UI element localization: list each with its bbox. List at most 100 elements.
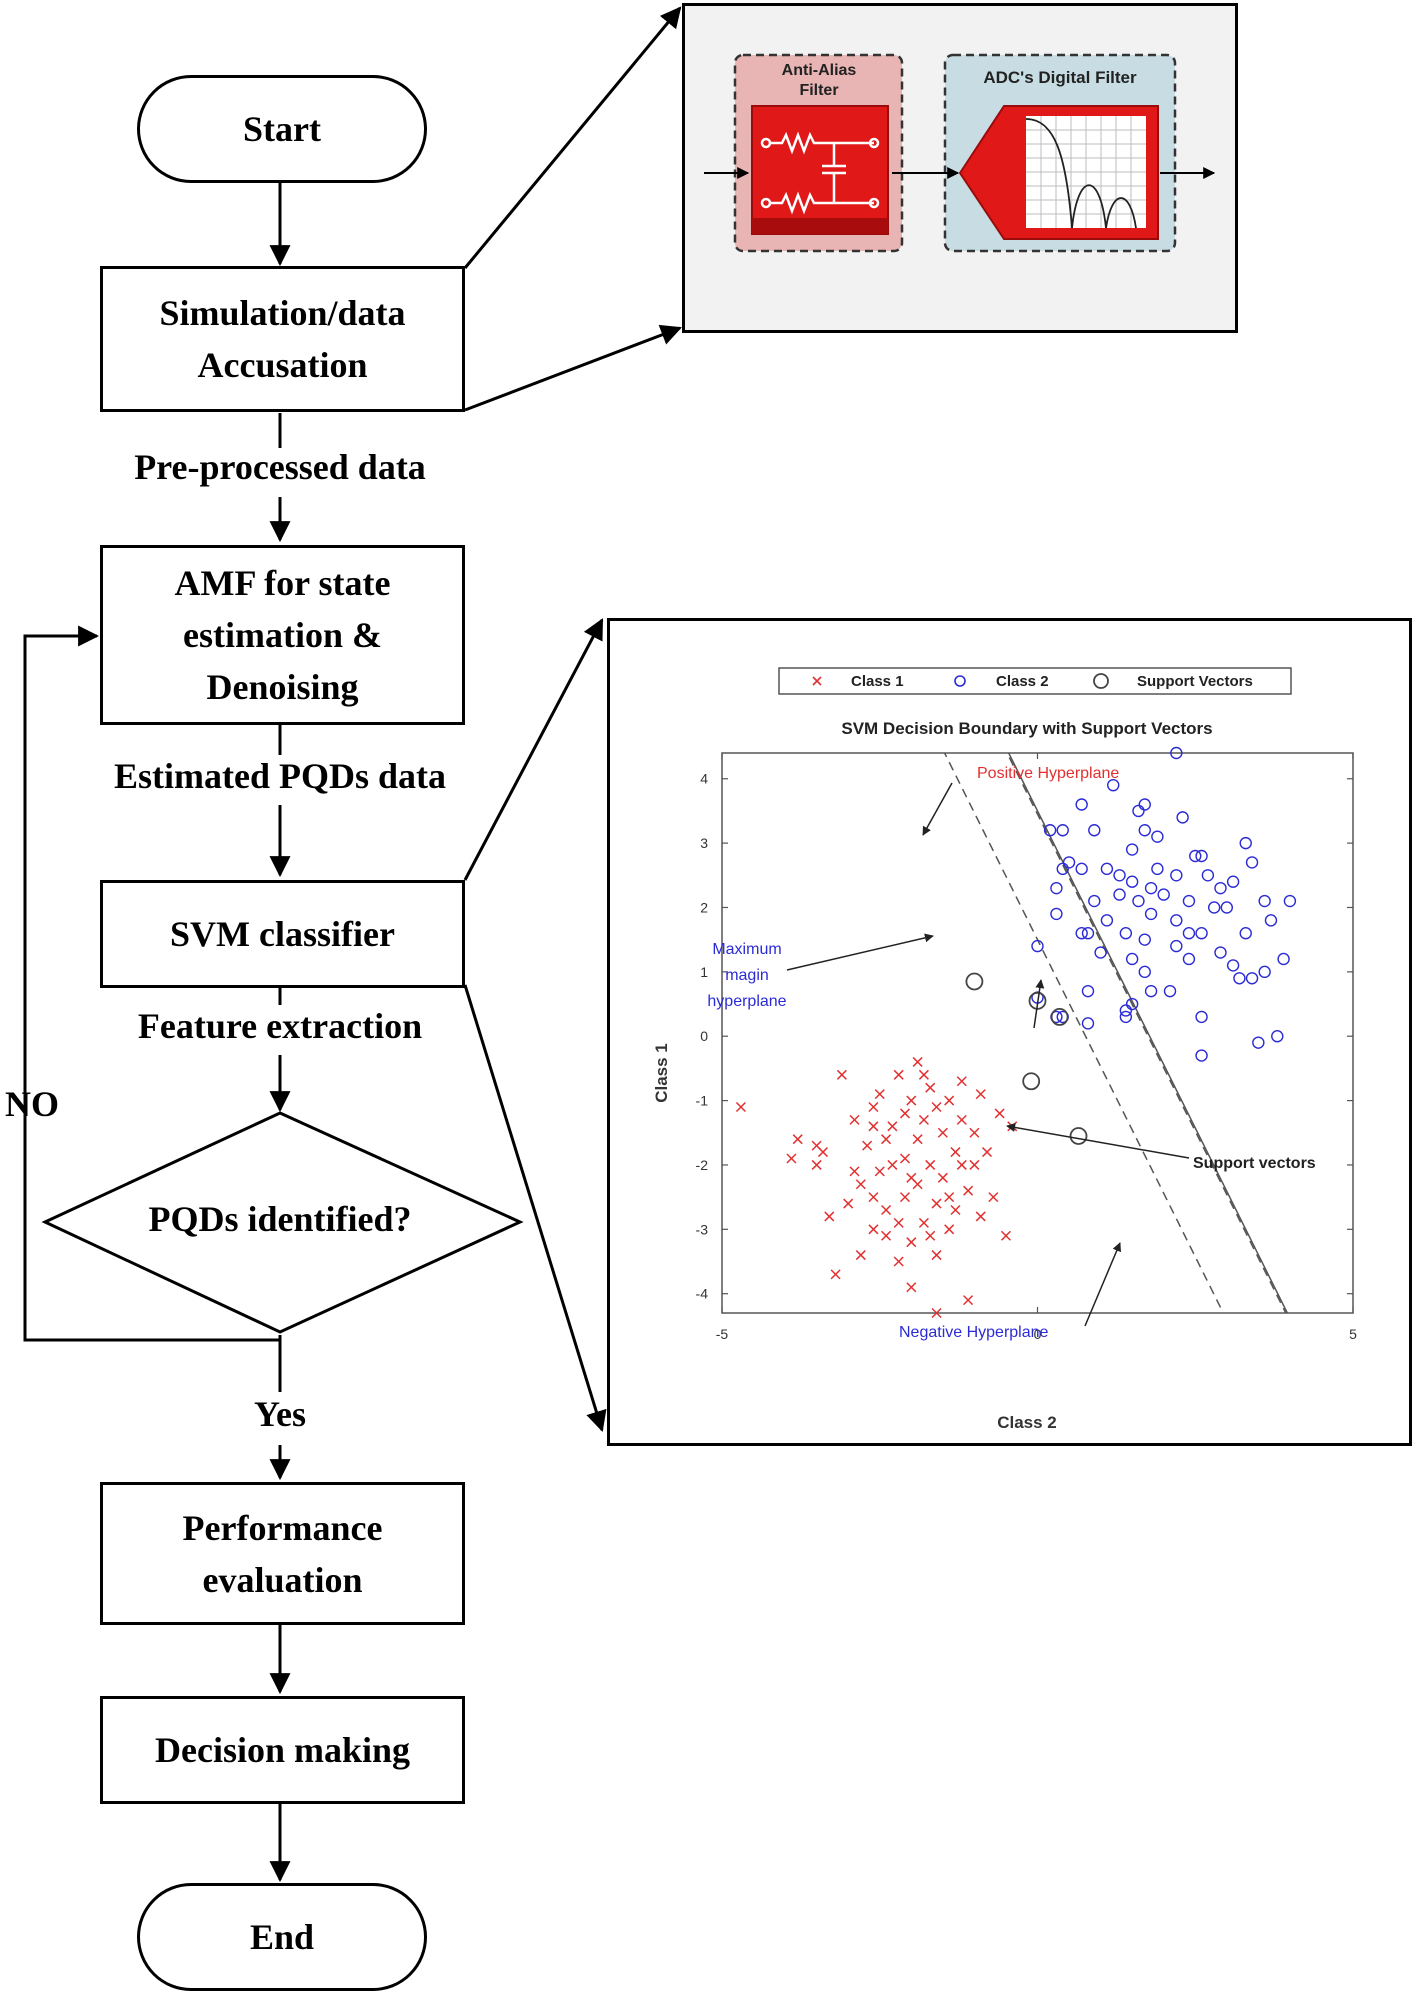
class2-point: [1144, 907, 1158, 921]
class2-point: [1031, 939, 1044, 953]
class1-point: [786, 1153, 797, 1164]
class1-point: [925, 1082, 936, 1093]
class2-point: [1195, 1049, 1208, 1062]
y-tick-label: 3: [700, 835, 708, 851]
svm-node: SVM classifier: [100, 880, 465, 988]
class1-point: [849, 1114, 860, 1125]
class1-point: [906, 1237, 917, 1248]
class1-point: [906, 1172, 917, 1183]
class2-point: [1195, 849, 1208, 863]
class2-point: [1119, 1010, 1133, 1024]
class2-point: [1125, 997, 1139, 1011]
digital-filter-label: ADC's Digital Filter: [983, 68, 1137, 87]
edge-label-estimated: Estimated PQDs data: [114, 756, 446, 796]
class2-point: [1163, 984, 1177, 998]
class2-point: [1056, 824, 1069, 837]
class1-point: [868, 1224, 879, 1235]
class1-point: [969, 1127, 980, 1138]
class2-point: [1157, 888, 1170, 901]
x-tick-label: 5: [1349, 1326, 1357, 1342]
class1-point: [899, 1153, 911, 1164]
class2-point: [1144, 984, 1158, 998]
class2-point: [1113, 888, 1126, 901]
class2-point: [1132, 804, 1145, 818]
class2-point: [1081, 984, 1095, 998]
support-vector-points: [965, 972, 1088, 1145]
class2-point: [1138, 824, 1151, 837]
class1-points: [735, 1056, 1018, 1319]
class1-point: [849, 1166, 860, 1177]
class1-point: [881, 1204, 892, 1216]
legend-support-label: Support Vectors: [1137, 673, 1253, 690]
class2-point: [1088, 894, 1101, 908]
class2-point: [1239, 927, 1252, 940]
positive-support-pointer: [1033, 979, 1045, 1029]
x-tick-label: -5: [716, 1326, 729, 1342]
class1-point: [944, 1095, 955, 1106]
class2-point: [1125, 843, 1139, 856]
end-label: End: [249, 1917, 315, 1957]
x-tick-label: 0: [1034, 1326, 1042, 1342]
class2-point: [1170, 869, 1183, 882]
class2-point: [1214, 946, 1227, 959]
class1-point: [855, 1179, 866, 1190]
class1-point: [918, 1217, 929, 1228]
class1-point: [963, 1295, 974, 1306]
class2-point: [1207, 901, 1221, 914]
class1-point: [899, 1108, 911, 1119]
performance-node: Performance evaluation: [100, 1482, 465, 1625]
class1-point: [868, 1121, 879, 1132]
class2-point: [1113, 869, 1126, 882]
class2-point: [1189, 849, 1202, 863]
class2-point: [1233, 972, 1246, 985]
class2-point: [1252, 1036, 1265, 1049]
class1-point: [981, 1147, 993, 1158]
support-vectors-annotation: Support vectors: [1193, 1155, 1316, 1172]
class1-point: [735, 1101, 746, 1113]
class1-point: [792, 1134, 803, 1145]
svm-label: SVM classifier: [170, 914, 395, 954]
class1-point: [874, 1166, 885, 1177]
class1-point: [855, 1250, 866, 1261]
class1-point: [1000, 1230, 1011, 1241]
class1-point: [956, 1076, 967, 1087]
class2-point: [1138, 965, 1151, 979]
class1-point: [862, 1140, 873, 1151]
class2-point: [1043, 824, 1057, 837]
class2-point: [1056, 862, 1069, 876]
class1-point: [931, 1101, 942, 1113]
class2-point: [1258, 894, 1271, 908]
end-node: End: [137, 1883, 427, 1991]
class1-point: [893, 1256, 904, 1267]
class1-point: [944, 1192, 955, 1203]
class2-point: [1245, 856, 1259, 869]
class2-point: [1226, 959, 1240, 972]
legend-support-marker: [1093, 673, 1109, 689]
class2-point: [1264, 914, 1278, 927]
no-label: NO: [5, 1084, 59, 1124]
performance-label: Performance evaluation: [182, 1507, 383, 1600]
legend-box: [778, 667, 1292, 695]
class1-point: [950, 1204, 961, 1216]
support-vector-point: [965, 972, 984, 991]
class1-point: [887, 1121, 898, 1132]
y-tick-label: -2: [696, 1157, 709, 1173]
class2-point: [1138, 933, 1151, 946]
x-axis-label: Class 2: [997, 1413, 1057, 1432]
legend-class1-label: Class 1: [851, 673, 904, 690]
zoom-arrow-svm-top: [463, 618, 604, 881]
class2-point: [1170, 914, 1183, 927]
positive-hyperplane-pointer: [922, 782, 953, 836]
positive-hyperplane-annotation: Positive Hyperplane: [977, 765, 1119, 782]
class2-point: [1138, 798, 1151, 811]
svm-plot-inset: Class 1 Class 2 Support Vectors SVM Deci…: [607, 618, 1412, 1446]
class1-point: [906, 1282, 917, 1293]
class2-point: [1170, 746, 1183, 760]
class2-point: [1062, 856, 1076, 869]
class1-point: [881, 1230, 892, 1241]
maximum-margin-annotation-line1: Maximum: [712, 941, 781, 958]
class1-point: [969, 1159, 980, 1170]
class2-point: [1100, 914, 1114, 927]
amf-node: AMF for state estimation & Denoising: [100, 545, 465, 725]
